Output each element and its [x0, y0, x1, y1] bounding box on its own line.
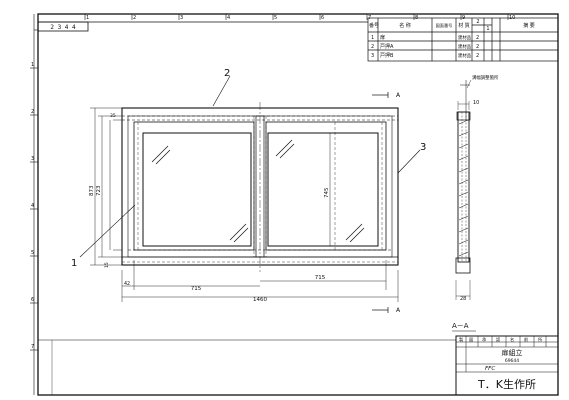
dim-height-inner: 723: [96, 185, 102, 196]
vertical-dimensions: [90, 107, 331, 266]
sheet-border: [33, 13, 559, 396]
title-block-cell: 認: [496, 336, 501, 343]
parts-row-material: 建材品: [458, 34, 472, 41]
section-view: [455, 80, 471, 300]
callout-2: 2: [224, 68, 230, 79]
right-glass-pane: [267, 132, 379, 247]
grid-left-label: 5: [31, 250, 34, 256]
section-profile: [457, 111, 470, 263]
parts-row-qty: 2: [476, 53, 479, 59]
company-name: T．K生作所: [477, 377, 536, 391]
parts-row-name: 戸押B: [380, 52, 394, 59]
section-note-leader: [466, 79, 472, 89]
drawing-material: FFC: [485, 366, 495, 372]
title-block-cell: 前: [524, 336, 528, 343]
parts-header-material: 材 質: [458, 22, 470, 29]
dim-bottom-offset: 15: [104, 262, 110, 268]
parts-row-no: 1: [371, 35, 374, 41]
grid-left-label: 2: [31, 109, 34, 115]
dim-height-glass: 745: [324, 187, 330, 198]
title-block-cell: 製: [459, 336, 463, 343]
top-grid: [84, 14, 509, 20]
drawing-number: 2 3 4 4: [50, 24, 76, 31]
section-marker-bottom: A: [396, 307, 401, 314]
parts-row-material: 建材品: [458, 52, 472, 59]
title-block: [37, 335, 559, 396]
grid-top-label: 4: [227, 15, 230, 21]
grid-top-label: 5: [274, 15, 277, 21]
dim-width-right: 715: [315, 275, 326, 281]
glass-reflection-marks: [151, 139, 365, 243]
parts-header-qty-a: 2: [476, 19, 479, 25]
left-glass-pane: [142, 132, 252, 247]
grid-top-label: 2: [133, 15, 136, 21]
parts-row-no: 2: [371, 44, 374, 50]
callout-1: 1: [71, 258, 77, 269]
parts-header-name: 名 称: [399, 22, 411, 29]
drawing-number-box: 2 3 4 4: [37, 21, 89, 32]
parts-row-qty: 2: [476, 35, 479, 41]
drawing-title: 扉組立: [502, 348, 523, 357]
title-block-cell: 承: [482, 336, 487, 342]
grid-top-label: 3: [180, 15, 183, 21]
section-note: 溝幅調整箇所: [472, 74, 499, 81]
dim-left-offset: 42: [124, 281, 130, 287]
parts-header-qty-b: 1: [486, 26, 489, 32]
dim-height-overall: 873: [89, 185, 95, 196]
horizontal-dimensions: [121, 260, 399, 302]
parts-header-remarks: 摘 要: [523, 22, 535, 29]
parts-header-drawing: 図面番号: [436, 22, 453, 29]
parts-row-material: 建材品: [458, 43, 472, 50]
section-hatch: [458, 119, 469, 257]
grid-top-label: 1: [86, 15, 89, 21]
section-depth-top: 10: [473, 100, 479, 106]
dim-top-offset: 35: [110, 113, 116, 119]
dim-width-overall: 1460: [253, 297, 267, 303]
grid-left-label: 7: [31, 344, 34, 350]
section-label: A－A: [452, 322, 469, 330]
parts-list-table: 番号 名 称 図面番号 材 質 2 1 摘 要 1 扉 建材品 2 2 戸押A …: [367, 17, 559, 62]
title-block-cell: 所: [538, 336, 542, 343]
section-depth-bottom: 28: [460, 296, 466, 302]
parts-row-no: 3: [371, 53, 374, 59]
dim-width-left: 715: [191, 286, 202, 292]
title-block-cell: 図: [469, 337, 473, 343]
parts-row-qty: 2: [476, 44, 479, 50]
grid-left-label: 4: [31, 203, 34, 209]
section-cut-marker: [372, 92, 389, 313]
parts-header-no: 番号: [369, 22, 379, 29]
left-door-sash: [133, 121, 255, 251]
parts-row-name: 戸押A: [380, 43, 394, 50]
grid-left-label: 3: [31, 156, 34, 162]
grid-left-label: 1: [31, 62, 34, 68]
grid-top-label: 6: [321, 15, 324, 21]
parts-row-name: 扉: [380, 34, 385, 41]
title-block-cell: 名: [510, 336, 514, 343]
callout-leaders: [79, 75, 421, 258]
drawing-subtitle: 69644: [505, 358, 519, 364]
right-door-sash: [265, 121, 387, 251]
front-view: [121, 92, 399, 313]
section-marker-top: A: [396, 92, 401, 99]
callout-3: 3: [420, 142, 426, 153]
left-grid: [30, 67, 38, 351]
grid-left-label: 6: [31, 297, 34, 303]
